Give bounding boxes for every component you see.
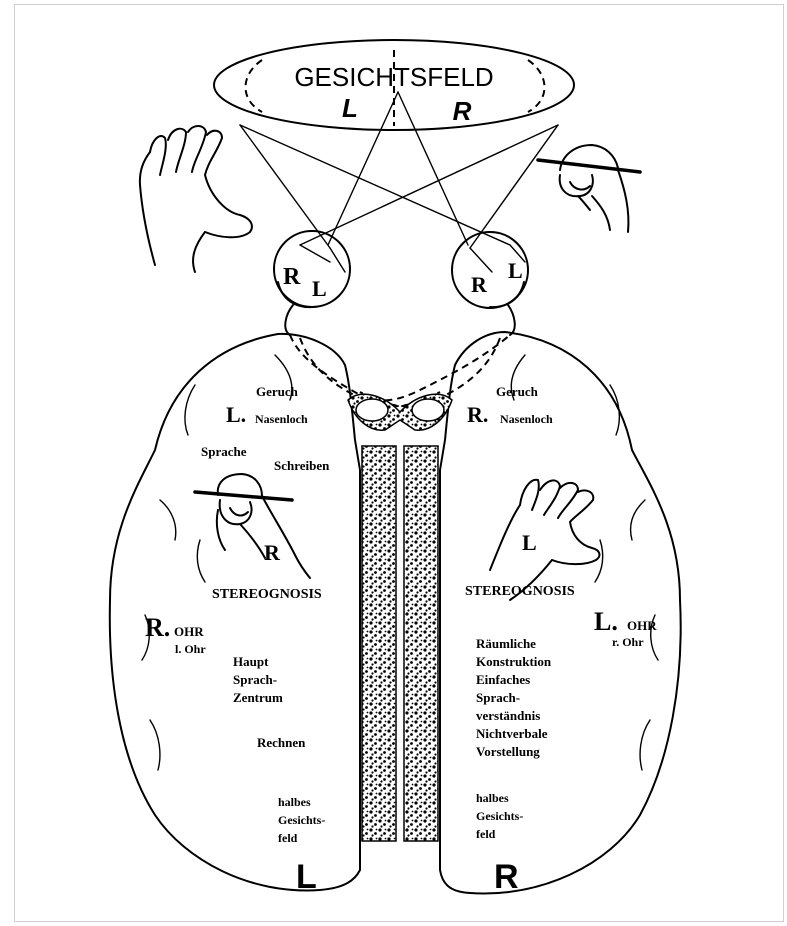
right-function-1: Räumliche (476, 636, 536, 651)
right-half-field-3: feld (476, 827, 496, 841)
right-function-5: verständnis (476, 708, 540, 723)
left-ear-sub-label: l. Ohr (175, 642, 206, 656)
right-function-2: Konstruktion (476, 654, 552, 669)
left-smell-label: Geruch (256, 384, 299, 399)
right-hand-letter: L (522, 530, 537, 555)
right-ear-sub-label: r. Ohr (612, 635, 644, 649)
inner-writing-hand-icon (195, 474, 310, 578)
corpus-callosum (362, 446, 438, 841)
right-side-letter: R (494, 858, 519, 896)
right-ear-letter: L. (594, 607, 618, 636)
left-nostril-label: Nasenloch (255, 412, 308, 426)
visual-field-left-mark: L (342, 93, 358, 123)
optic-chiasm (348, 394, 452, 430)
left-function-2: Sprach- (233, 672, 277, 687)
visual-field-title: GESICHTSFELD (294, 62, 493, 92)
left-speech-label: Sprache (201, 444, 247, 459)
left-eye-l: L (312, 276, 327, 301)
right-eye-l: L (508, 258, 523, 283)
left-ear-letter: R. (145, 613, 170, 642)
visual-field-right-mark: R (453, 96, 472, 126)
right-writing-hand-icon (538, 145, 640, 232)
right-half-field-2: Gesichts- (476, 809, 523, 823)
right-function-7: Vorstellung (476, 744, 540, 759)
right-function-3: Einfaches (476, 672, 530, 687)
right-function-6: Nichtverbale (476, 726, 548, 741)
left-nostril-letter: L. (226, 402, 246, 427)
left-half-field-1: halbes (278, 795, 311, 809)
right-eye-r: R (471, 272, 488, 297)
right-nostril-letter: R. (467, 402, 488, 427)
left-function-1: Haupt (233, 654, 269, 669)
left-ear-label: OHR (174, 624, 204, 639)
left-hand-letter: R (264, 540, 281, 565)
right-ear-label: OHR (627, 618, 657, 633)
left-function-3: Zentrum (233, 690, 283, 705)
left-open-hand-icon (140, 126, 252, 272)
right-nostril-label: Nasenloch (500, 412, 553, 426)
left-half-field-3: feld (278, 831, 298, 845)
right-stereognosis-label: STEREOGNOSIS (465, 584, 575, 599)
left-side-letter: L (296, 858, 317, 896)
left-writing-label: Schreiben (274, 458, 330, 473)
optic-nerves (285, 305, 514, 335)
right-smell-label: Geruch (496, 384, 539, 399)
right-function-4: Sprach- (476, 690, 520, 705)
left-eye-r: R (283, 264, 301, 290)
left-half-field-2: Gesichts- (278, 813, 325, 827)
optic-tracts (290, 335, 510, 406)
left-stereognosis-label: STEREOGNOSIS (212, 587, 322, 602)
left-calc-label: Rechnen (257, 735, 306, 750)
inner-open-hand-icon (490, 480, 599, 600)
right-half-field-1: halbes (476, 791, 509, 805)
